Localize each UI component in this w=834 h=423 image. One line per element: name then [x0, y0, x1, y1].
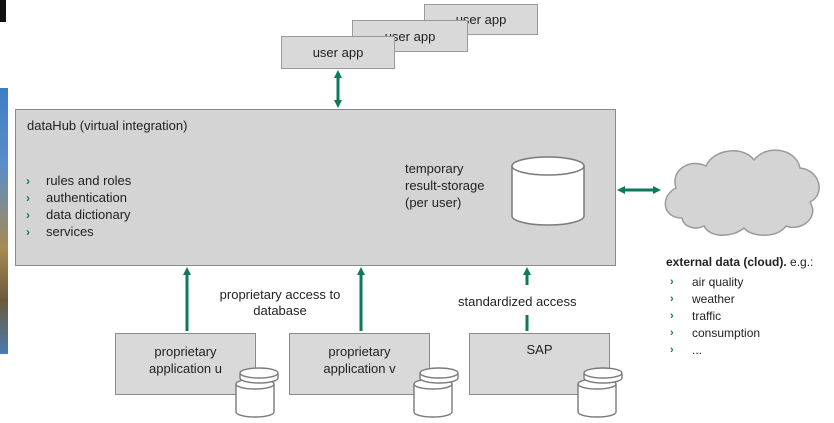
external-data-list: › air quality › weather › traffic › cons… [670, 273, 760, 358]
chevron-right-icon: › [670, 309, 674, 322]
user-app-middle: user app [352, 20, 468, 52]
database-icon [413, 378, 453, 418]
proprietary-access-line: proprietary access to [219, 287, 341, 302]
database-icon [235, 378, 275, 418]
external-data-heading: external data (cloud). e.g.: [666, 255, 813, 269]
list-item-label: rules and roles [46, 173, 132, 188]
list-item-label: services [46, 224, 94, 239]
database-icon [577, 378, 617, 418]
list-item: › air quality [670, 273, 760, 290]
edge-photo-strip [0, 88, 8, 354]
user-app-label: user app [312, 45, 364, 60]
datahub-feature-list: › rules and roles › authentication › dat… [26, 172, 131, 240]
standardized-access-label: standardized access [458, 294, 577, 309]
list-item: › authentication [26, 189, 131, 206]
list-item-label: authentication [46, 190, 127, 205]
database-icon [583, 367, 623, 384]
chevron-right-icon: › [670, 326, 674, 339]
user-app-back: user app [424, 4, 538, 35]
user-app-label: user app [384, 28, 436, 44]
app-u-label-line: application u [149, 361, 222, 376]
list-item: › ... [670, 341, 760, 358]
chevron-right-icon: › [26, 190, 30, 205]
app-v-label-line: proprietary [328, 344, 391, 359]
chevron-right-icon: › [26, 207, 30, 222]
list-item-label: air quality [692, 274, 744, 289]
storage-label-line: result-storage [405, 178, 485, 193]
app-u-label-line: proprietary [154, 344, 217, 359]
edge-fragment [0, 0, 6, 22]
external-data-heading-suffix: e.g.: [786, 255, 814, 269]
database-icon [239, 367, 279, 384]
cloud-icon [664, 149, 820, 236]
list-item: › traffic [670, 307, 760, 324]
app-v-label: proprietary application v [323, 343, 395, 377]
external-data-heading-bold: external data (cloud). [666, 255, 787, 269]
app-u-box: proprietary application u [115, 333, 256, 395]
list-item: › data dictionary [26, 206, 131, 223]
list-item-label: weather [692, 291, 735, 306]
app-u-label: proprietary application u [149, 343, 222, 377]
user-app-front: user app [281, 36, 395, 69]
list-item-label: consumption [692, 325, 761, 340]
database-icon [511, 156, 585, 226]
storage-label-line: temporary [405, 161, 464, 176]
list-item: › consumption [670, 324, 760, 341]
list-item: › weather [670, 290, 760, 307]
app-v-box: proprietary application v [289, 333, 430, 395]
storage-label-line: (per user) [405, 195, 462, 210]
connector-arrows [183, 70, 661, 331]
user-app-label: user app [455, 12, 507, 27]
sap-label: SAP [526, 342, 553, 357]
chevron-right-icon: › [26, 224, 30, 239]
chevron-right-icon: › [26, 173, 30, 188]
list-item: › rules and roles [26, 172, 131, 189]
list-item-label: traffic [692, 308, 722, 323]
list-item-label: data dictionary [46, 207, 131, 222]
app-v-label-line: application v [323, 361, 396, 376]
datahub-title: dataHub (virtual integration) [27, 118, 188, 133]
chevron-right-icon: › [670, 275, 674, 288]
database-icon [419, 367, 459, 384]
chevron-right-icon: › [670, 343, 674, 356]
storage-label: temporary result-storage (per user) [405, 160, 484, 211]
proprietary-access-label: proprietary access to database [210, 287, 350, 319]
proprietary-access-line: database [253, 303, 307, 318]
list-item-label: ... [692, 342, 703, 357]
chevron-right-icon: › [670, 292, 674, 305]
list-item: › services [26, 223, 131, 240]
